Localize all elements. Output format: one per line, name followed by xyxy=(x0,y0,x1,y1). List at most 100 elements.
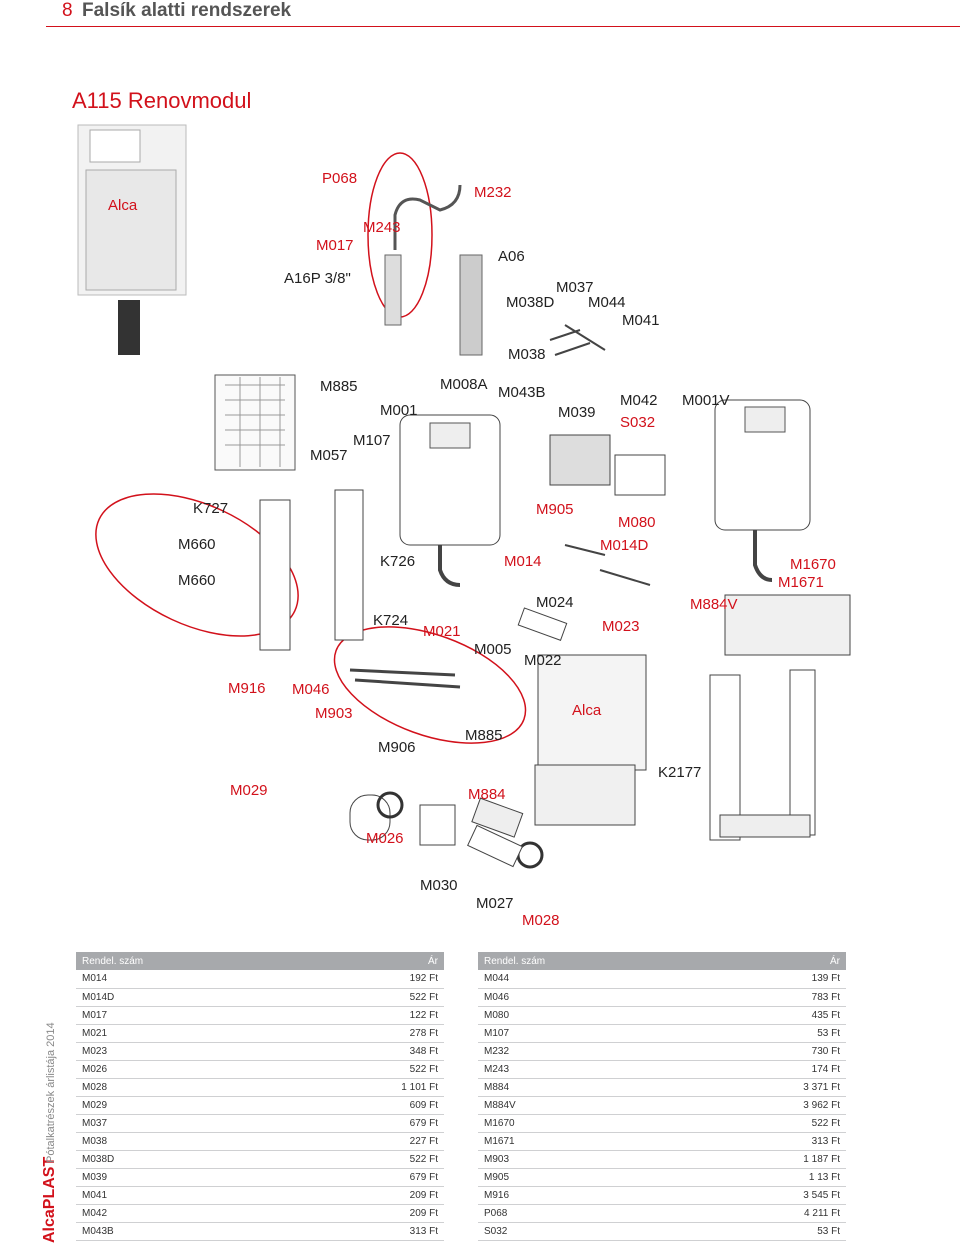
part-code: M916 xyxy=(478,1186,699,1205)
part-code: P068 xyxy=(478,1204,699,1223)
part-label-M080: M080 xyxy=(618,514,656,531)
column-header-price: Ár xyxy=(698,952,846,970)
part-code: M1670 xyxy=(478,1114,699,1133)
part-price: 313 Ft xyxy=(296,1222,444,1241)
part-price: 227 Ft xyxy=(296,1132,444,1151)
part-label-M916: M916 xyxy=(228,680,266,697)
alca-logo: Alca xyxy=(108,197,138,214)
part-label-K727: K727 xyxy=(193,500,228,517)
column-header-code: Rendel. szám xyxy=(76,952,297,970)
part-code: M107 xyxy=(478,1024,699,1043)
frame-product-image: Alca xyxy=(77,124,187,355)
header-divider xyxy=(46,26,960,27)
part-price: 348 Ft xyxy=(296,1042,444,1061)
part-code: M021 xyxy=(76,1024,297,1043)
part-price: 4 211 Ft xyxy=(698,1204,846,1223)
highlight-ellipse xyxy=(95,493,299,637)
part-code: M232 xyxy=(478,1042,699,1061)
part-price: 1 101 Ft xyxy=(296,1078,444,1097)
part-label-M038: M038 xyxy=(508,346,546,363)
part-label-A06: A06 xyxy=(498,248,525,265)
part-code: M029 xyxy=(76,1096,297,1115)
part-label-M022: M022 xyxy=(524,652,562,669)
part-label-M014: M014 xyxy=(504,553,542,570)
part-label-M044: M044 xyxy=(588,294,626,311)
part-label-M030: M030 xyxy=(420,877,458,894)
product-title: A115 Renovmodul xyxy=(72,88,252,113)
column-header-price: Ár xyxy=(296,952,444,970)
part-label-M884V: M884V xyxy=(690,596,738,613)
part-price: 522 Ft xyxy=(296,1150,444,1169)
part-code: M041 xyxy=(76,1186,297,1205)
part-label-M660: M660 xyxy=(178,536,216,553)
part-code: M039 xyxy=(76,1168,297,1187)
part-label-M039: M039 xyxy=(558,404,596,421)
part-code: M014 xyxy=(76,970,297,989)
part-code: M038 xyxy=(76,1132,297,1151)
part-label-M027: M027 xyxy=(476,895,514,912)
part-code: M023 xyxy=(76,1042,297,1061)
part-label-M107: M107 xyxy=(353,432,391,449)
part-label-K2177: K2177 xyxy=(658,764,701,781)
part-label-M017: M017 xyxy=(316,237,354,254)
part-label-M029: M029 xyxy=(230,782,268,799)
svg-text:Alca: Alca xyxy=(572,702,602,719)
cistern-tank xyxy=(399,414,501,587)
part-label-M905: M905 xyxy=(536,501,574,518)
part-code: M1671 xyxy=(478,1132,699,1151)
alcaplast-logo: AlcaPLAST xyxy=(41,1157,58,1243)
part-code: M905 xyxy=(478,1168,699,1187)
price-list-caption: Pótalkatrészek árlistája 2014 xyxy=(45,1022,57,1163)
part-price: 730 Ft xyxy=(698,1042,846,1061)
part-label-M903: M903 xyxy=(315,705,353,722)
part-label-K724: K724 xyxy=(373,612,408,629)
part-price: 313 Ft xyxy=(698,1132,846,1151)
section-title: Falsík alatti rendszerek xyxy=(82,0,292,21)
part-label-K726: K726 xyxy=(380,553,415,570)
side-brand: AlcaPLAST Pótalkatrészek árlistája 2014 xyxy=(41,1022,58,1243)
part-label-M660: M660 xyxy=(178,572,216,589)
exploded-parts-diagram: Alca Alca xyxy=(77,124,851,929)
part-label-S032: S032 xyxy=(620,414,655,431)
cover-panels: Alca xyxy=(534,434,851,826)
part-label-M906: M906 xyxy=(378,739,416,756)
part-code: M037 xyxy=(76,1114,297,1133)
part-label-M037: M037 xyxy=(556,279,594,296)
part-price: 522 Ft xyxy=(296,988,444,1007)
part-price: 1 13 Ft xyxy=(698,1168,846,1187)
part-label-M1671: M1671 xyxy=(778,574,824,591)
part-price: 679 Ft xyxy=(296,1114,444,1133)
part-code: M044 xyxy=(478,970,699,989)
part-price: 209 Ft xyxy=(296,1186,444,1205)
part-label-M057: M057 xyxy=(310,447,348,464)
part-price: 3 545 Ft xyxy=(698,1186,846,1205)
part-label-M885: M885 xyxy=(465,727,503,744)
part-label-M232: M232 xyxy=(474,184,512,201)
part-label-M028: M028 xyxy=(522,912,560,929)
part-label-M043B: M043B xyxy=(498,384,546,401)
part-price: 122 Ft xyxy=(296,1006,444,1025)
part-code: M884V xyxy=(478,1096,699,1115)
part-label-M001: M001 xyxy=(380,402,418,419)
